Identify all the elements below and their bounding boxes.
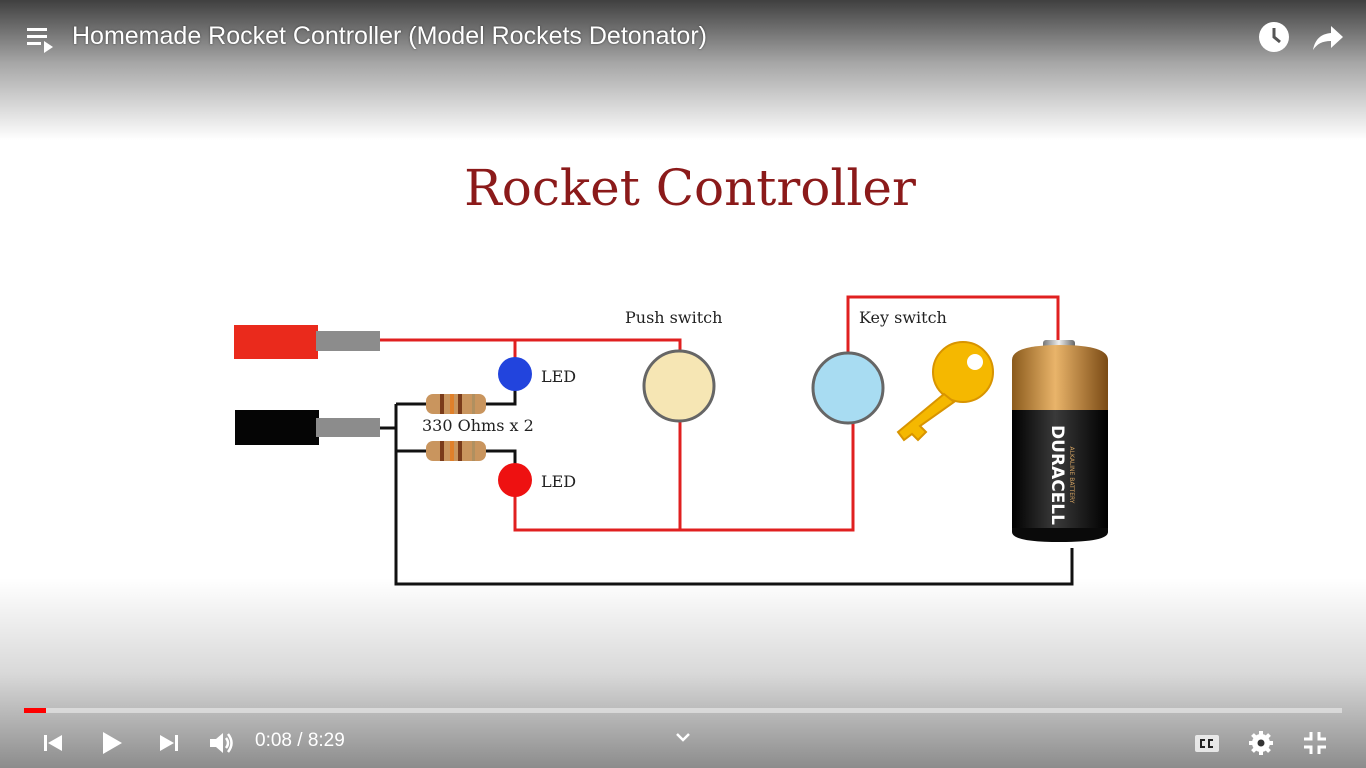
- led-red: [498, 463, 532, 497]
- exit-fullscreen-button[interactable]: [1295, 723, 1335, 763]
- push-switch-label: Push switch: [625, 308, 722, 327]
- resistor-label: 330 Ohms x 2: [422, 416, 534, 435]
- volume-icon: [210, 733, 233, 753]
- skip-next-icon: [160, 735, 178, 751]
- duration: 8:29: [307, 730, 345, 751]
- exit-fullscreen-icon: [1304, 732, 1326, 754]
- resistor-bottom: [426, 441, 486, 461]
- led-bottom-label: LED: [541, 472, 576, 491]
- red-wiring: [380, 295, 1060, 532]
- key-switch: [811, 351, 885, 425]
- battery: DURACELL ALKALINE BATTERY: [1012, 340, 1108, 542]
- key-icon: [896, 341, 994, 442]
- resistor-top: [426, 394, 486, 414]
- current-time: 0:08: [255, 730, 292, 751]
- red-probe: [234, 325, 380, 359]
- time-display: 0:08 / 8:29: [255, 729, 345, 753]
- gear-icon: [1249, 731, 1273, 755]
- watch-later-button[interactable]: [1255, 18, 1293, 56]
- next-button[interactable]: [149, 723, 189, 763]
- expand-button[interactable]: [663, 718, 703, 758]
- battery-brand: DURACELL: [1047, 425, 1067, 525]
- time-separator: /: [291, 730, 308, 751]
- volume-button[interactable]: [201, 723, 241, 763]
- progress-played: [24, 708, 47, 713]
- key-switch-label: Key switch: [859, 308, 947, 327]
- playlist-icon: [27, 28, 53, 53]
- cc-icon: [1195, 735, 1219, 752]
- play-button[interactable]: [92, 723, 132, 763]
- skip-previous-icon: [44, 735, 62, 751]
- led-blue: [498, 357, 532, 391]
- previous-button[interactable]: [33, 723, 73, 763]
- control-bar: 0:08 / 8:29: [0, 718, 1366, 768]
- push-switch: [642, 349, 716, 423]
- top-gradient: [0, 0, 1366, 140]
- bottom-gradient: [0, 578, 1366, 768]
- progress-bar[interactable]: [24, 708, 1342, 713]
- chevron-down-icon: [676, 733, 690, 742]
- share-button[interactable]: [1309, 18, 1347, 56]
- playlist-button[interactable]: [24, 22, 58, 56]
- play-icon: [103, 732, 122, 754]
- battery-subtitle: ALKALINE BATTERY: [1068, 447, 1075, 504]
- share-icon: [1313, 26, 1343, 50]
- led-top-label: LED: [541, 367, 576, 386]
- captions-button[interactable]: [1187, 723, 1227, 763]
- black-probe: [235, 410, 380, 445]
- slide-heading: Rocket Controller: [464, 159, 916, 217]
- video-title[interactable]: Homemade Rocket Controller (Model Rocket…: [72, 22, 707, 50]
- settings-button[interactable]: [1241, 723, 1281, 763]
- top-bar: Homemade Rocket Controller (Model Rocket…: [0, 0, 1366, 72]
- clock-icon: [1259, 22, 1289, 52]
- black-wiring: [380, 390, 1074, 586]
